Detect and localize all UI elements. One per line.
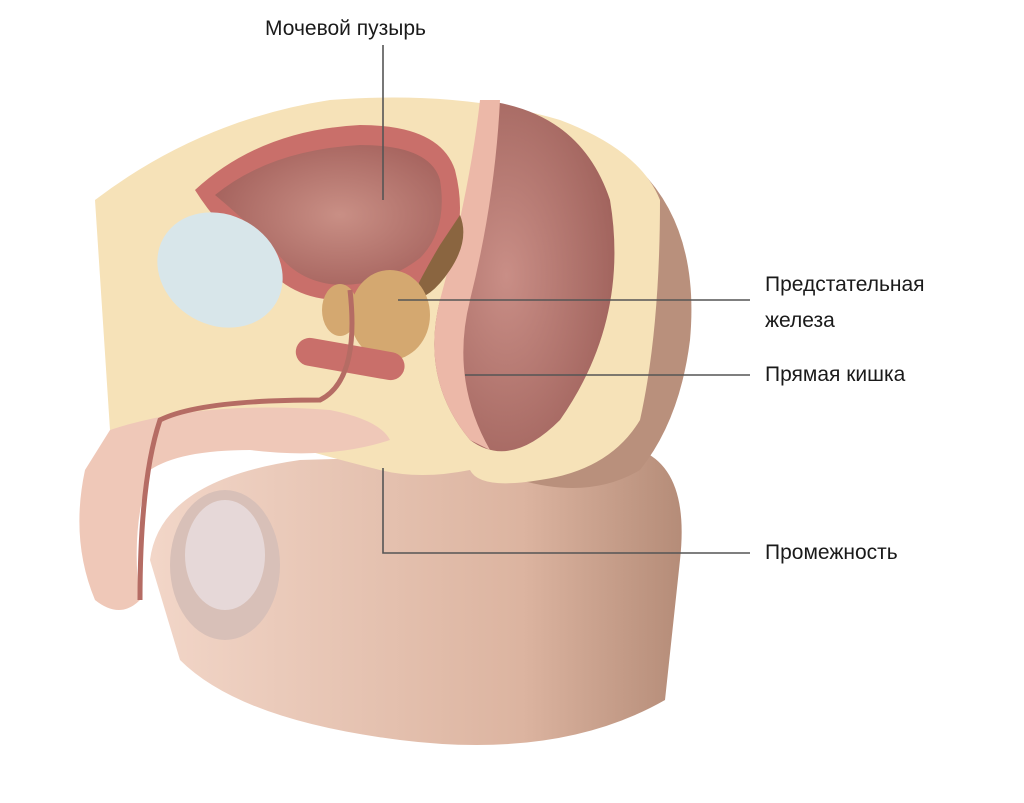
bladder-label: Мочевой пузырь — [265, 17, 426, 40]
rectum-label: Прямая кишка — [765, 363, 906, 386]
perineum-label: Промежность — [765, 541, 898, 564]
prostate-label-line1: Предстательная — [765, 273, 925, 296]
thigh — [150, 450, 682, 745]
urethra — [137, 289, 355, 601]
pubic-bone — [157, 212, 283, 328]
penis — [79, 407, 390, 610]
rectum — [434, 100, 615, 452]
rectum-wall — [434, 100, 500, 450]
prostate-label-line2: железа — [765, 309, 835, 332]
bladder-cavity — [215, 145, 442, 285]
testis-inner — [185, 500, 265, 610]
perineum-leader-line — [382, 468, 750, 554]
seminal-vesicle — [410, 215, 464, 300]
prostate — [350, 270, 430, 360]
